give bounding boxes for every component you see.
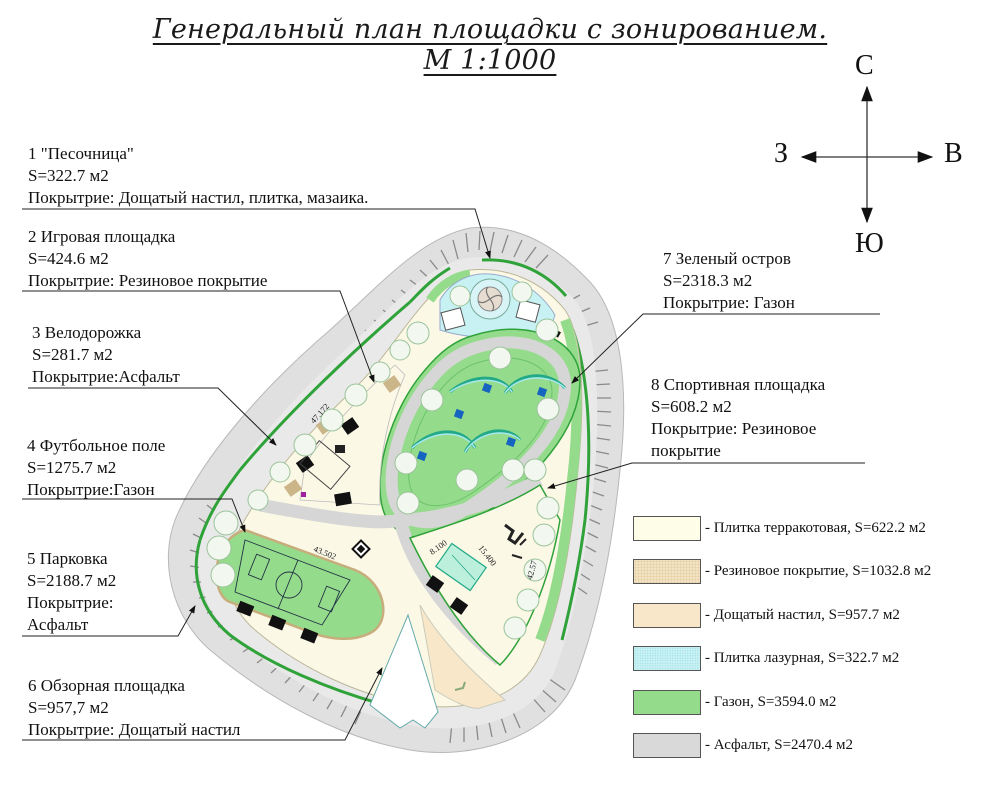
observation-deck-zone [369,604,507,729]
zone-area: S=1275.7 м2 [27,458,117,477]
zone-cover-cont: Асфальт [27,615,89,634]
zone-cover: Покрытрие: Газон [663,293,795,312]
green-border-right [560,329,591,641]
compass-south-label: Ю [855,228,884,259]
legend: - Плитка терракотовая, S=622.2 м2 - Рези… [633,507,931,768]
dimension-4257: 42.57 [524,559,539,580]
green-border-left [198,300,411,541]
legend-label: - Газон, S=3594.0 м2 [705,693,837,710]
zone-cover: Покрытрие:Асфальт [32,367,180,386]
legend-item-terracotta-tile: - Плитка терракотовая, S=622.2 м2 [633,507,931,549]
legend-label: - Плитка терракотовая, S=622.2 м2 [705,519,926,536]
leader-lines [22,208,880,741]
zone-2-annotation: 2 Игровая площадка S=424.6 м2 Покрытрие:… [28,226,267,292]
zone-cover: Покрытрие: [27,593,114,612]
zone-cover: Покрытрие: Резиновое [651,419,817,438]
zone-1-annotation: 1 "Песочница" S=322.7 м2 Покрытрие: Доща… [28,143,368,209]
compass [800,85,934,224]
green-island-zone [379,328,581,539]
zone-name: 7 Зеленый остров [663,249,791,268]
playground-zone [283,364,406,507]
leader-zone-6 [22,667,383,741]
zone-6-annotation: 6 Обзорная площадка S=957,7 м2 Покрытрие… [28,675,240,741]
trees [206,281,560,640]
legend-item-lawn: - Газон, S=3594.0 м2 [633,681,931,723]
zone-area: S=424.6 м2 [28,249,109,268]
swatch-terracotta-tile [633,515,701,541]
zone-name: 6 Обзорная площадка [28,676,185,695]
legend-label: - Асфальт, S=2470.4 м2 [705,737,854,753]
legend-label: - Резиновое покрытие, S=1032.8 м2 [705,563,932,579]
swatch-deck [633,602,701,628]
zone-3-annotation: 3 Велодорожка S=281.7 м2 Покрытрие:Асфал… [32,322,180,388]
swatch-rubber [633,559,701,584]
swatch-azure-tile [633,646,701,671]
green-border-top [481,258,568,297]
zone-name: 5 Парковка [27,549,108,568]
green-border-bottom [194,539,386,707]
zone-area: S=2188.7 м2 [27,571,117,590]
zone-area: S=608.2 м2 [651,397,732,416]
leader-zone-2 [22,290,375,383]
zone-area: S=322.7 м2 [28,166,109,185]
zone-cover: Покрытрие: Дощатый настил [28,720,241,739]
zone-7-annotation: 7 Зеленый остров S=2318.3 м2 Покрытрие: … [663,248,795,314]
zone-cover-cont: покрытие [651,441,721,460]
zone-cover: Покрытрие:Газон [27,480,155,499]
leader-zone-3 [28,387,277,446]
plan-title: Генеральный план площадки с зонированием… [152,14,828,76]
legend-label: - Плитка лазурная, S=322.7 м2 [705,650,900,666]
compass-east-label: В [944,138,963,169]
zone-name: 4 Футбольное поле [27,436,166,455]
legend-label: - Дощатый настил, S=957.7 м2 [705,606,900,623]
swatch-lawn [633,689,701,715]
leader-zone-8 [547,462,865,489]
zone-name: 8 Спортивная площадка [651,375,826,394]
legend-item-asphalt: - Асфальт, S=2470.4 м2 [633,725,931,767]
zone-area: S=281.7 м2 [32,345,113,364]
zone-5-annotation: 5 Парковка S=2188.7 м2 Покрытрие: Асфаль… [27,548,116,636]
leader-zone-4 [22,498,246,533]
football-field-zone [215,528,385,644]
leader-zone-7 [571,313,880,384]
compass-west-label: З [774,138,789,169]
zone-cover: Покрытрие: Дощатый настил, плитка, мазаи… [28,188,369,207]
zone-name: 1 "Песочница" [28,144,134,163]
swatch-asphalt [633,733,701,758]
zone-name: 2 Игровая площадка [28,227,176,246]
zone-8-annotation: 8 Спортивная площадка S=608.2 м2 Покрытр… [651,374,825,462]
legend-item-azure-tile: - Плитка лазурная, S=322.7 м2 [633,638,931,680]
legend-item-rubber: - Резиновое покрытие, S=1032.8 м2 [633,551,931,593]
legend-item-deck: - Дощатый настил, S=957.7 м2 [633,594,931,636]
compass-north-label: С [855,50,874,81]
zone-area: S=957,7 м2 [28,698,109,717]
leader-zone-1 [22,208,491,259]
zone-area: S=2318.3 м2 [663,271,753,290]
zone-cover: Покрытрие: Резиновое покрытие [28,271,268,290]
zone-4-annotation: 4 Футбольное поле S=1275.7 м2 Покрытрие:… [27,435,165,501]
zone-name: 3 Велодорожка [32,323,142,342]
leader-zone-5 [22,605,196,637]
